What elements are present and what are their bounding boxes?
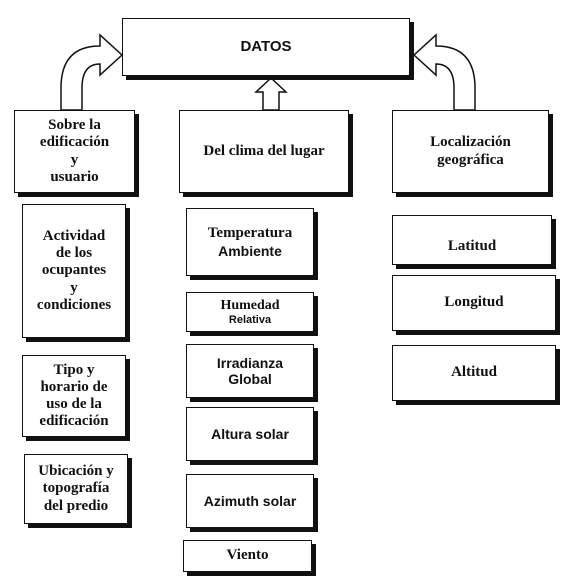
- item-line: condiciones: [36, 296, 112, 313]
- item-line: Latitud: [447, 238, 497, 255]
- item-azimuth-solar: Azimuth solar: [186, 474, 314, 528]
- center-arrow: [254, 76, 288, 111]
- item-line: topografía: [42, 480, 110, 497]
- item-line: Irradianza: [216, 354, 284, 371]
- item-line: Azimuth solar: [203, 492, 297, 509]
- item-line: ocupantes: [41, 262, 107, 279]
- item-line: Temperatura: [207, 225, 293, 242]
- item-line: edificación: [39, 413, 109, 430]
- right-arrow: [412, 33, 476, 111]
- item-line: uso de la: [46, 396, 102, 412]
- item-longitud: Longitud: [392, 275, 556, 331]
- item-line: Longitud: [444, 294, 504, 311]
- header-edificacion-usuario: Sobre la edificación y usuario: [14, 110, 135, 193]
- header-line: Localización: [430, 134, 511, 151]
- item-ubicacion-topografia: Ubicación y topografía del predio: [24, 454, 128, 524]
- item-line: horario de: [40, 378, 108, 395]
- item-line: de los: [55, 245, 93, 262]
- item-viento: Viento: [183, 540, 312, 572]
- root-label: DATOS: [240, 38, 292, 56]
- item-temperatura-ambiente: Temperatura Ambiente: [186, 208, 314, 276]
- item-line: Ubicación y: [38, 463, 114, 480]
- item-line: Ambiente: [218, 242, 282, 259]
- item-line: Actividad: [42, 227, 106, 244]
- header-line: y: [70, 151, 79, 168]
- item-tipo-horario: Tipo y horario de uso de la edificación: [22, 355, 126, 437]
- header-clima-lugar: Del clima del lugar: [179, 110, 349, 193]
- item-line: y: [70, 279, 78, 296]
- item-altura-solar: Altura solar: [186, 407, 314, 461]
- item-line: del predio: [43, 497, 109, 514]
- item-line: Viento: [226, 547, 269, 564]
- header-line: edificación: [39, 134, 110, 151]
- item-line: Relativa: [228, 313, 272, 326]
- item-humedad-relativa: Humedad Relativa: [186, 292, 314, 332]
- item-line: Tipo y: [53, 361, 95, 378]
- header-localizacion-geografica: Localización geográfica: [392, 110, 549, 193]
- left-arrow: [60, 33, 124, 111]
- item-actividad-ocupantes: Actividad de los ocupantes y condiciones: [22, 204, 126, 338]
- header-line: geográfica: [437, 151, 504, 168]
- item-line: Humedad: [220, 297, 280, 313]
- item-line: Altura solar: [211, 425, 289, 442]
- item-line: Global: [228, 371, 272, 387]
- item-altitud: Altitud: [392, 345, 556, 401]
- header-line: Del clima del lugar: [203, 142, 325, 159]
- root-datos-box: DATOS: [122, 18, 410, 76]
- header-line: usuario: [50, 168, 99, 185]
- item-irradianza-global: Irradianza Global: [186, 344, 314, 398]
- item-line: Altitud: [451, 364, 497, 381]
- item-latitud: Latitud: [392, 215, 552, 265]
- header-line: Sobre la: [48, 117, 101, 133]
